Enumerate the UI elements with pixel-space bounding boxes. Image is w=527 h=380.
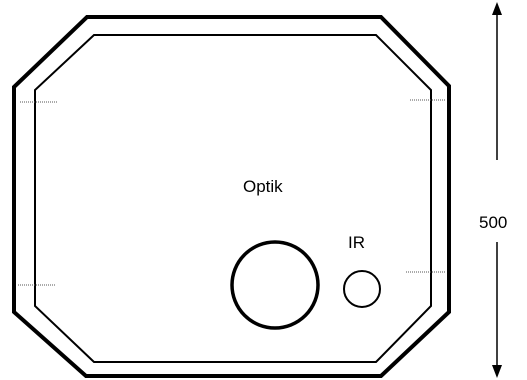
optik-label: Optik: [243, 177, 283, 196]
dimension-arrowhead-top: [492, 2, 502, 15]
dimension-label: 500: [479, 213, 507, 232]
ir-label: IR: [348, 233, 365, 252]
dimension-arrowhead-bottom: [492, 365, 502, 378]
inner-housing-outline: [34, 34, 432, 363]
ir-aperture: [343, 270, 381, 308]
optik-aperture: [230, 240, 320, 330]
outer-housing-outline: [12, 15, 451, 378]
